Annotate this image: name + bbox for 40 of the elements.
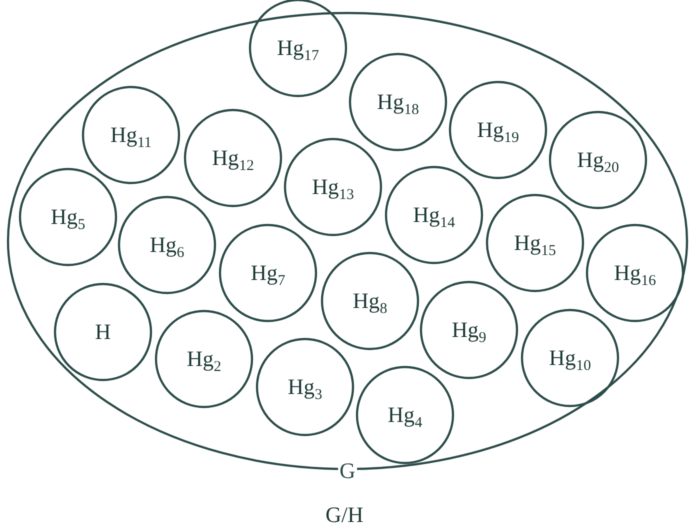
element-circle bbox=[82, 86, 180, 184]
element-circle bbox=[184, 109, 282, 207]
element-label: Hg$_{11}$ bbox=[110, 124, 152, 146]
element-circle bbox=[219, 224, 317, 322]
element-label: Hg$_{14}$ bbox=[413, 204, 455, 226]
element-label: Hg$_{9}$ bbox=[452, 319, 486, 341]
element-label: Hg$_{19}$ bbox=[477, 119, 519, 141]
element-label: Hg$_{17}$ bbox=[277, 37, 319, 59]
element-circle bbox=[385, 166, 483, 264]
element-label: Hg$_{18}$ bbox=[377, 91, 419, 113]
element-circle bbox=[54, 283, 152, 381]
element-circle bbox=[284, 138, 382, 236]
caption: G/H bbox=[326, 502, 364, 527]
element-label: Hg$_{2}$ bbox=[186, 348, 222, 370]
element-circle bbox=[549, 111, 647, 209]
element-circle bbox=[19, 168, 117, 266]
element-circle bbox=[321, 252, 419, 350]
element-label: Hg$_{3}$ bbox=[288, 376, 322, 398]
element-circle bbox=[256, 338, 354, 436]
element-label: Hg$_{20}$ bbox=[577, 149, 619, 171]
element-label: Hg$_{6}$ bbox=[150, 234, 184, 256]
element-label: Hg$_{5}$ bbox=[50, 206, 86, 228]
element-circle bbox=[155, 310, 253, 408]
element-circle bbox=[486, 194, 584, 292]
element-circle bbox=[356, 366, 454, 464]
element-circle bbox=[349, 53, 447, 151]
element-label: Hg$_{7}$ bbox=[250, 262, 286, 284]
element-circle bbox=[118, 196, 216, 294]
element-circle bbox=[586, 224, 684, 322]
element-label: Hg$_{8}$ bbox=[352, 290, 388, 312]
element-label: Hg$_{16}$ bbox=[614, 262, 656, 284]
element-label: Hg$_{15}$ bbox=[514, 232, 556, 254]
element-label: Hg$_{12}$ bbox=[212, 147, 254, 169]
element-label: Hg$_{4}$ bbox=[388, 404, 422, 426]
element-label: Hg$_{13}$ bbox=[312, 176, 354, 198]
element-circle bbox=[420, 281, 518, 379]
element-label: H bbox=[95, 321, 111, 343]
element-label: Hg$_{10}$ bbox=[549, 347, 591, 369]
element-circle bbox=[521, 309, 619, 407]
element-circle bbox=[449, 81, 547, 179]
